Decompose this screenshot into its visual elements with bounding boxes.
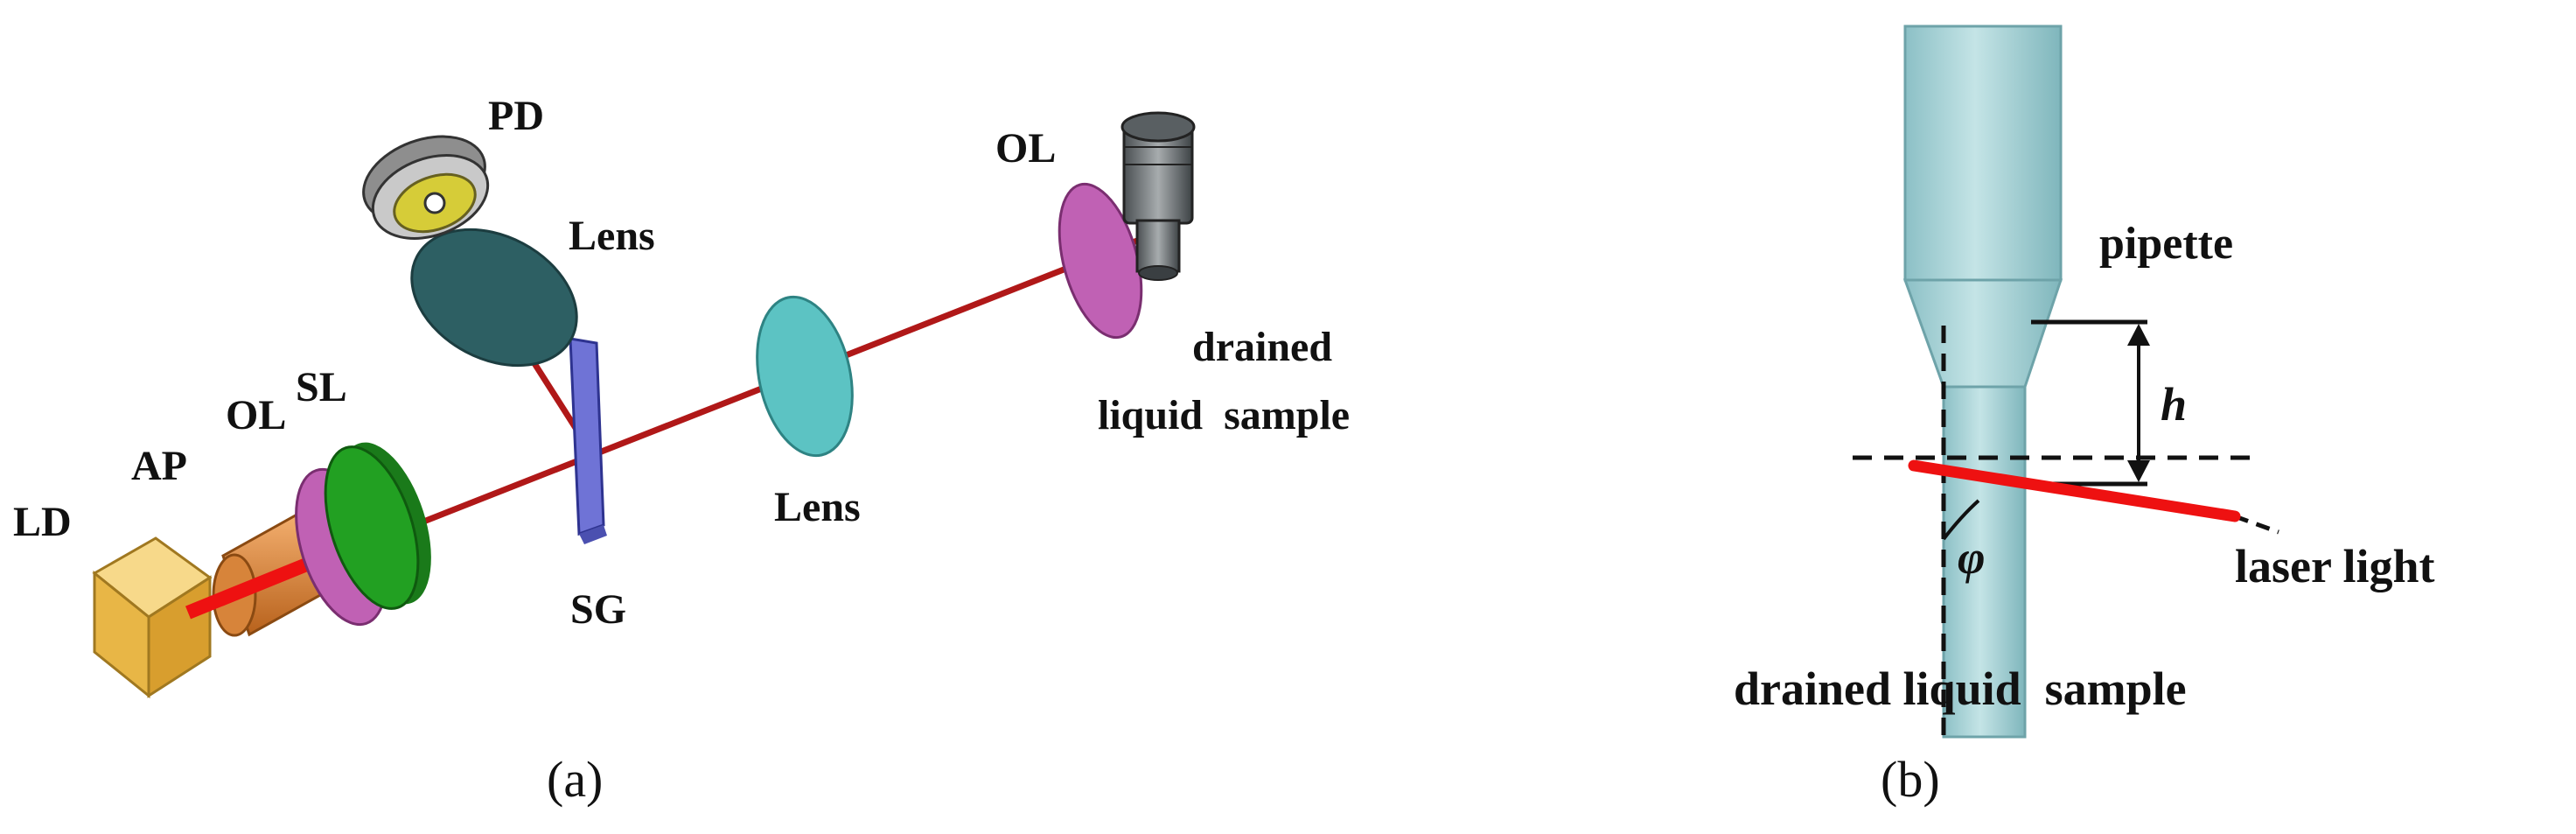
- label-lens-middle: Lens: [774, 484, 861, 530]
- angle-arc: [1942, 499, 1980, 541]
- splitter-glass: [569, 337, 607, 544]
- objective-holder: [1120, 111, 1196, 281]
- panel-a: PD Lens OL drained liquid sample Lens LD…: [13, 93, 1350, 808]
- label-sl: SL: [296, 364, 347, 410]
- caption-b: (b): [1881, 751, 1940, 808]
- lens-middle: [756, 295, 854, 458]
- label-ol-right: OL: [995, 125, 1056, 172]
- pipette: [1902, 25, 2063, 739]
- label-laser-light: laser light: [2235, 540, 2435, 592]
- label-phi: φ: [1958, 531, 1986, 584]
- laser-beam-dashed: [2234, 514, 2279, 535]
- label-drained-line1: drained: [1192, 324, 1332, 370]
- label-sg: SG: [570, 586, 626, 633]
- label-pd: PD: [488, 93, 544, 139]
- label-lens-top: Lens: [569, 213, 655, 259]
- panel-b: pipette h φ laser light drained liquid s…: [1734, 25, 2435, 808]
- label-drained-sample: drained liquid sample: [1734, 662, 2187, 715]
- label-ld: LD: [13, 499, 72, 545]
- label-ap: AP: [131, 443, 187, 489]
- caption-a: (a): [547, 751, 603, 808]
- laser-light-beam: [1908, 459, 2241, 522]
- spatial-light-modulator: [324, 442, 431, 610]
- lens-top: [410, 228, 578, 368]
- photodetector: [362, 135, 490, 240]
- label-pipette: pipette: [2099, 219, 2233, 269]
- label-ol-left: OL: [226, 392, 286, 438]
- label-h: h: [2161, 378, 2187, 431]
- label-drained-line2: liquid sample: [1098, 392, 1350, 438]
